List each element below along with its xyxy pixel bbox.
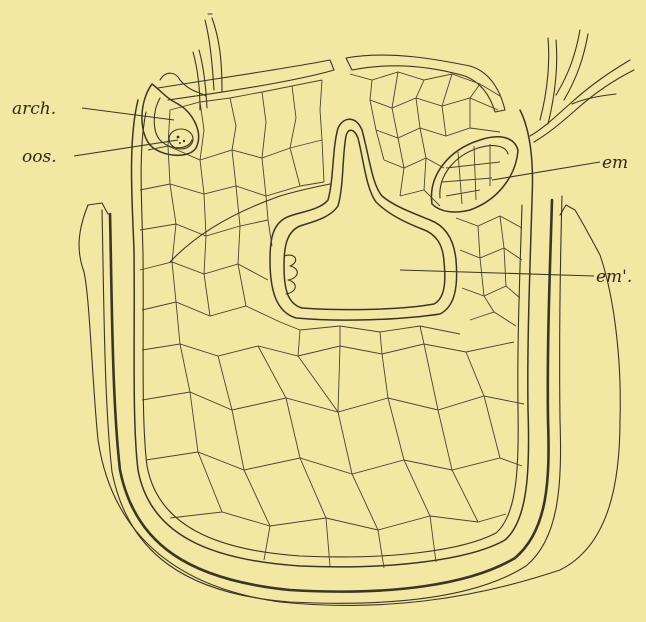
filament-right-2 — [556, 30, 588, 100]
right-lobe-top — [346, 55, 505, 112]
outer-integument-left-tip — [88, 203, 108, 214]
basal-tissue — [142, 344, 524, 568]
em2-leader — [400, 270, 594, 276]
filament-right-1 — [540, 38, 557, 124]
em-leader — [492, 162, 600, 180]
central-cavity-outer — [270, 119, 457, 320]
filament-left-1 — [205, 18, 222, 92]
label-em-prime: em'. — [596, 267, 632, 287]
arch-leader — [82, 108, 174, 120]
dividing-line — [170, 184, 330, 262]
label-em: em — [602, 153, 628, 173]
inner-wall-edge — [102, 196, 562, 603]
label-oos: oos. — [22, 147, 57, 167]
left-lobe-top — [158, 60, 334, 100]
oosphere — [169, 129, 193, 149]
central-cavity-inner — [284, 130, 445, 309]
embryo-cells — [442, 144, 500, 204]
inner-wall — [110, 200, 552, 592]
label-arch: arch. — [12, 99, 56, 119]
